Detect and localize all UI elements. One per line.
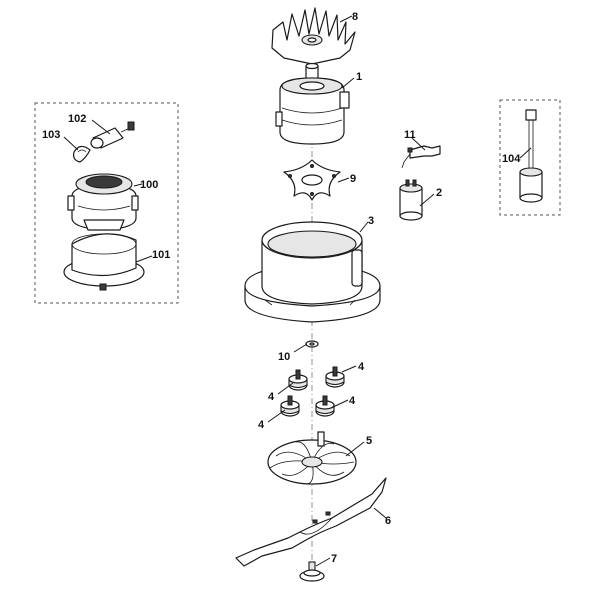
callout-101: 101 xyxy=(152,249,170,261)
callout-4a: 4 xyxy=(358,361,365,373)
part-4-mount-d xyxy=(315,395,335,417)
callout-8: 8 xyxy=(352,11,358,23)
callout-103: 103 xyxy=(42,129,60,141)
callout-2: 2 xyxy=(436,187,442,199)
callout-9: 9 xyxy=(350,173,356,185)
part-4-mount-c xyxy=(280,395,300,417)
callout-4b: 4 xyxy=(268,391,275,403)
part-100-motor-assembly xyxy=(67,173,139,231)
part-4-mount-a xyxy=(288,369,308,391)
callout-5: 5 xyxy=(366,435,372,447)
part-101-ring xyxy=(63,233,145,291)
part-9-gasket xyxy=(283,159,341,201)
part-1-motor xyxy=(275,62,350,145)
part-102-capacitor xyxy=(90,121,135,149)
part-5-impeller xyxy=(267,431,357,485)
callout-7: 7 xyxy=(331,553,337,565)
part-11-connector xyxy=(401,145,441,169)
callout-3: 3 xyxy=(368,215,374,227)
part-4-mount-b xyxy=(325,366,345,388)
part-10-washer xyxy=(305,340,319,348)
group-box-right xyxy=(499,99,561,216)
part-7-bolt xyxy=(299,561,325,582)
part-2-capacitor xyxy=(399,179,423,221)
part-3-housing xyxy=(244,221,381,323)
part-8-cooling-fan xyxy=(271,7,356,65)
part-6-blade xyxy=(235,477,387,567)
group-box-left xyxy=(34,102,179,304)
callout-104: 104 xyxy=(502,153,521,165)
leader-lines xyxy=(63,15,532,567)
callout-102: 102 xyxy=(68,113,86,125)
callout-4c: 4 xyxy=(349,395,356,407)
callout-6: 6 xyxy=(385,515,391,527)
callout-1: 1 xyxy=(356,71,362,83)
callout-4d: 4 xyxy=(258,419,265,431)
part-103-clamp xyxy=(73,145,91,163)
callout-11: 11 xyxy=(404,129,416,141)
callout-100: 100 xyxy=(140,179,158,191)
part-104-capacitor-lead xyxy=(519,109,543,203)
callout-10: 10 xyxy=(278,351,290,363)
